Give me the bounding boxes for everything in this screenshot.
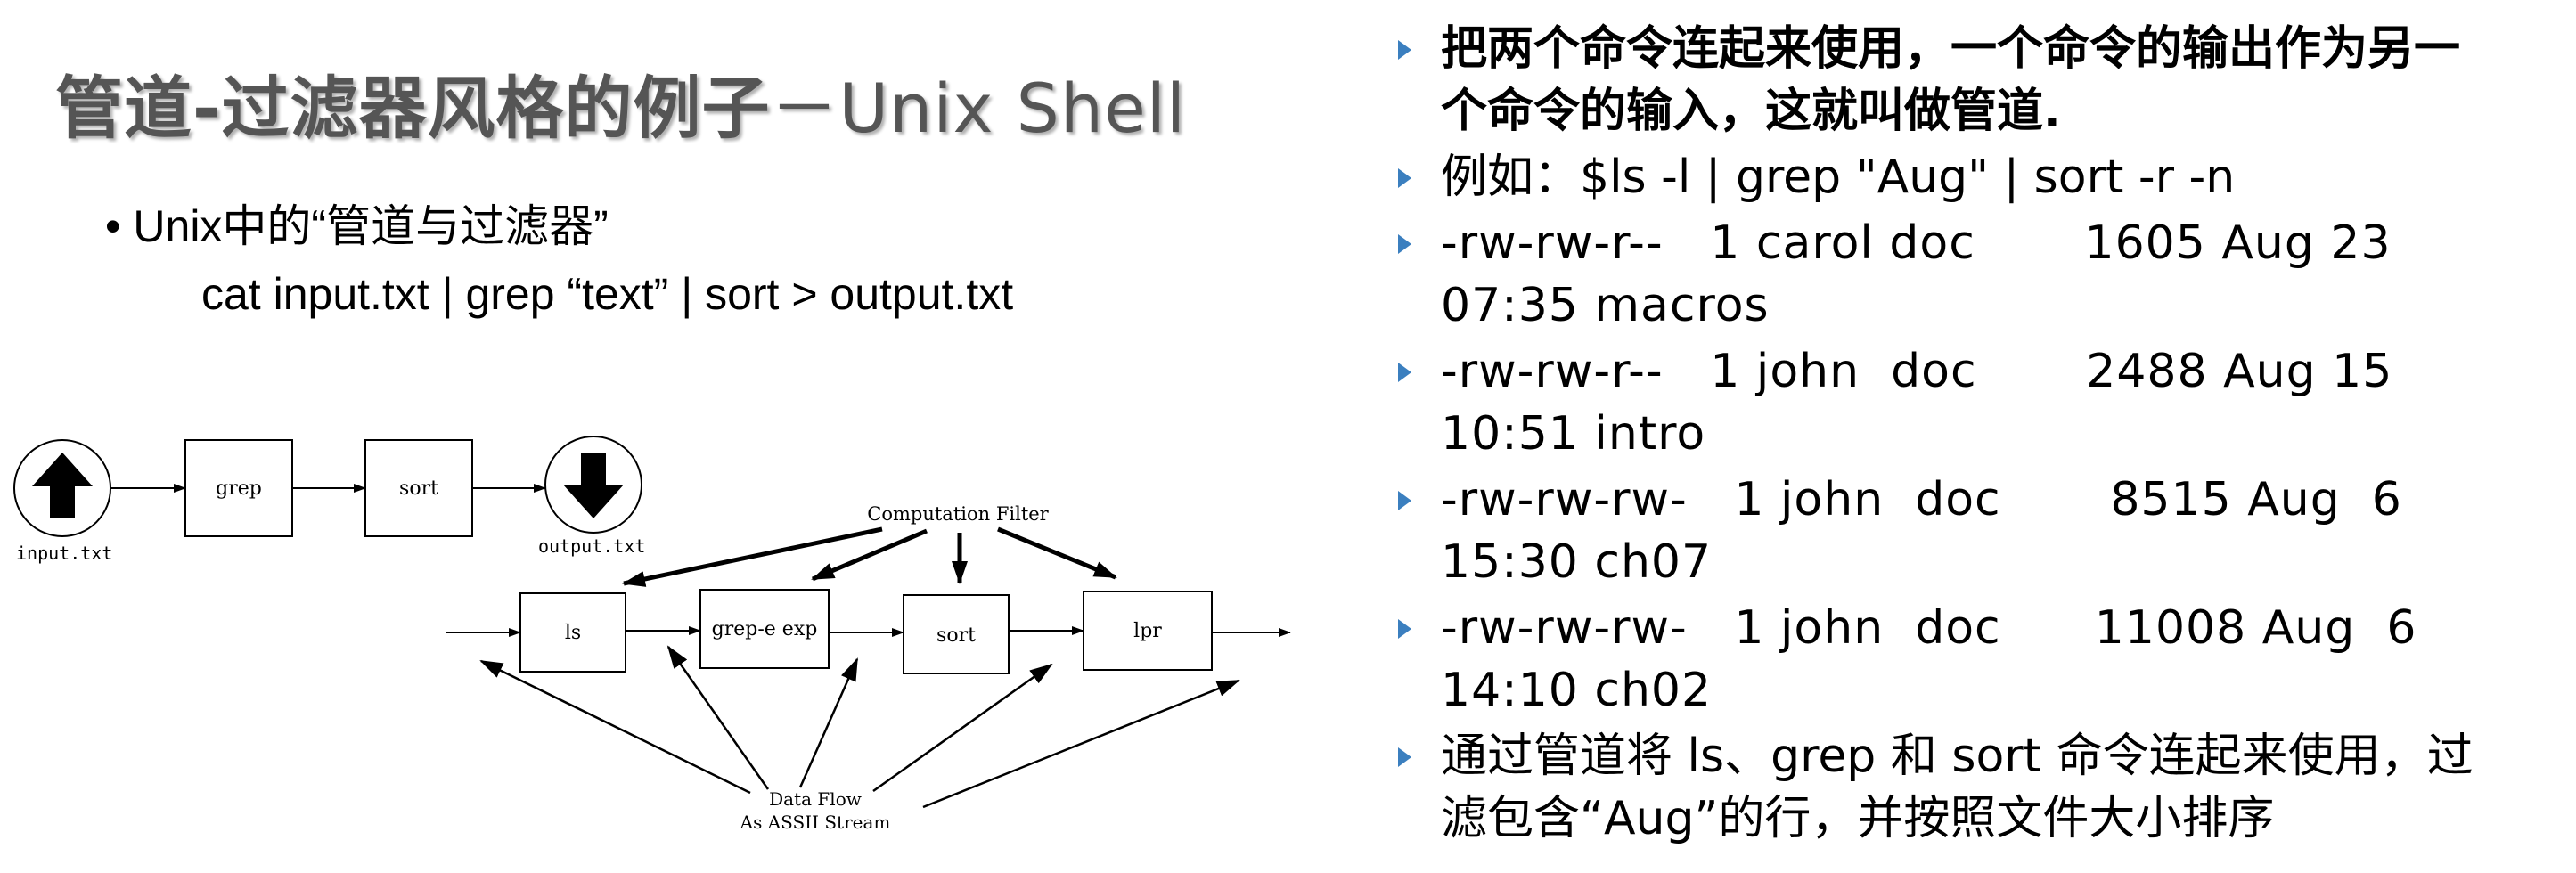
filter-arrow [622,526,883,587]
right-bullet-list: 把两个命令连起来使用，一个命令的输出作为另一 个命令的输入，这就叫做管道. 例如… [1394,18,2571,853]
triangle-bullet-icon [1398,40,1411,60]
bullet-pipe-definition: 把两个命令连起来使用，一个命令的输出作为另一 个命令的输入，这就叫做管道. [1394,18,2571,143]
lpr-box [1083,591,1213,671]
example-command: cat input.txt | grep “text” | sort > out… [201,269,1014,319]
output-label: output.txt [538,535,645,557]
triangle-bullet-icon [1398,168,1411,188]
data-flow-arrow [798,657,859,788]
sort-filter-box-label: sort [936,624,976,647]
data-flow-arrow [872,663,1053,793]
triangle-bullet-icon [1398,234,1411,254]
slide-title-sep: － [770,69,839,148]
bullet-output-row: -rw-rw-r-- 1 john doc 2488 Aug 15 10:51 … [1394,340,2571,465]
unix-pipe-bullet: • Unix中的“管道与过滤器” [105,201,609,251]
pipe-filter-diagram: input.txt grep sort output.txt Computati… [13,436,1291,833]
computation-filter-label: Computation Filter [867,503,1049,525]
sort-box-label: sort [399,477,438,500]
ls-box [519,592,626,673]
data-flow-sublabel: As ASSII Stream [740,812,891,833]
triangle-bullet-icon [1398,747,1411,767]
top-pipeline: input.txt grep sort output.txt [13,436,645,564]
filter-arrow [811,528,928,582]
data-flow-arrow [479,659,751,795]
slide-title-cn: 管道-过滤器风格的例子 [55,69,771,148]
input-label: input.txt [16,543,112,564]
grep-exp-box-label: grep-e exp [712,618,818,640]
ls-box-label: ls [565,622,581,644]
bullet-example-command: 例如：$ls -l | grep "Aug" | sort -r -n [1394,146,2571,208]
sort-filter-box [903,594,1010,674]
bottom-pipeline: Computation Filter ls grep-e exp sort lp… [446,503,1291,833]
lpr-box-label: lpr [1133,620,1162,642]
grep-exp-box [699,589,830,669]
triangle-bullet-icon [1398,619,1411,639]
bullet-pipe-summary: 通过管道将 ls、grep 和 sort 命令连起来使用，过 滤包含“Aug”的… [1394,725,2571,850]
grep-box-label: grep [216,477,262,500]
bullet-output-row: -rw-rw-rw- 1 john doc 8515 Aug 6 15:30 c… [1394,469,2571,593]
arrow-down-icon [563,453,624,518]
bullet-output-row: -rw-rw-rw- 1 john doc 11008 Aug 6 14:10 … [1394,597,2571,722]
sort-box [364,439,473,537]
bullet-output-row: -rw-rw-r-- 1 carol doc 1605 Aug 23 07:35… [1394,212,2571,337]
slide-title: 管道-过滤器风格的例子－Unix Shell [55,64,1186,153]
arrow-up-icon [32,453,93,518]
slide-title-en: Unix Shell [838,69,1186,148]
data-flow-arrow [922,679,1240,809]
data-flow-label: Data Flow [769,788,862,810]
data-flow-arrow [666,645,770,790]
triangle-bullet-icon [1398,363,1411,382]
triangle-bullet-icon [1398,491,1411,510]
grep-box [184,439,293,537]
filter-arrow [997,526,1117,580]
